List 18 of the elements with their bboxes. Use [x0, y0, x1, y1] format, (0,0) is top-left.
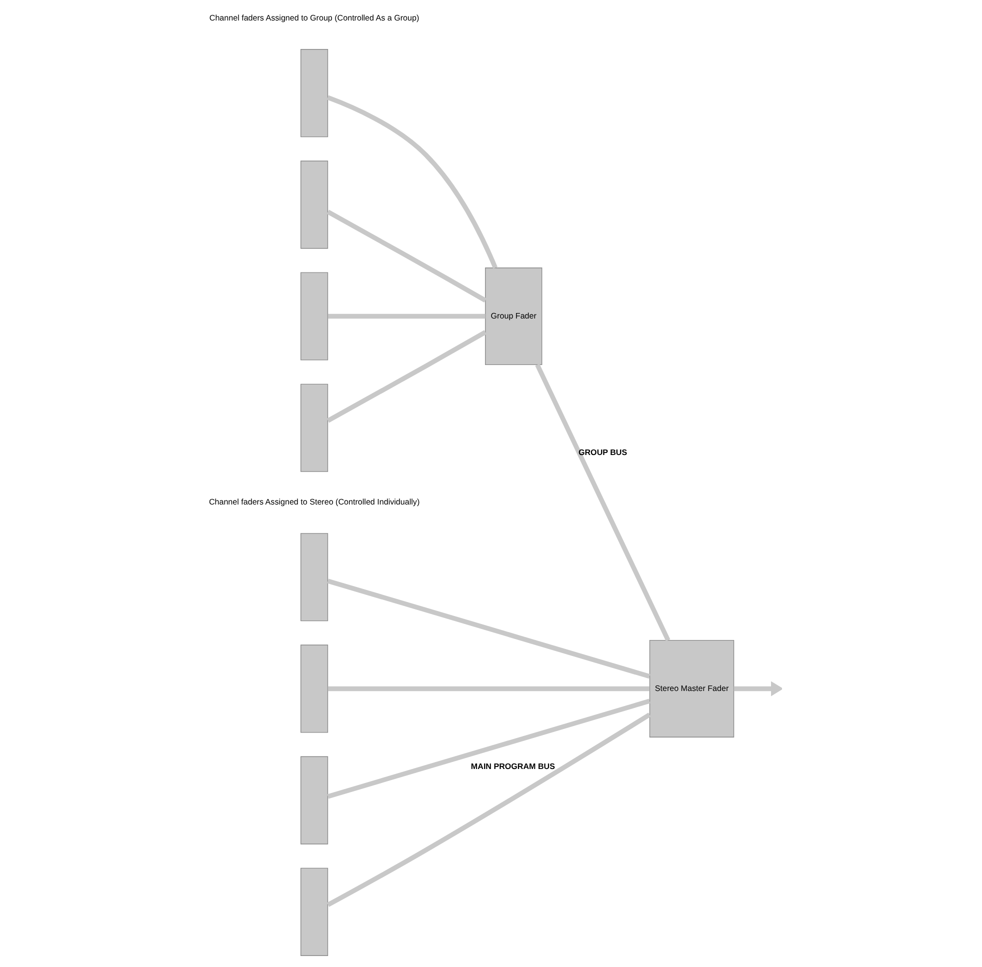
connector [327, 578, 650, 679]
connector [328, 314, 486, 319]
node-bar [300, 160, 328, 249]
node-bar [300, 868, 328, 956]
arrow [734, 681, 782, 696]
connector [535, 364, 670, 642]
connector [326, 330, 487, 423]
node-bar [300, 272, 328, 360]
node-bar [300, 384, 328, 472]
connector [326, 210, 487, 302]
connector [326, 95, 498, 269]
connector [328, 686, 650, 692]
node-bar [300, 644, 328, 733]
connector [327, 698, 650, 799]
connector [326, 712, 651, 907]
node-bar [300, 49, 328, 138]
node-bar [300, 533, 328, 622]
node-bar [300, 756, 328, 844]
